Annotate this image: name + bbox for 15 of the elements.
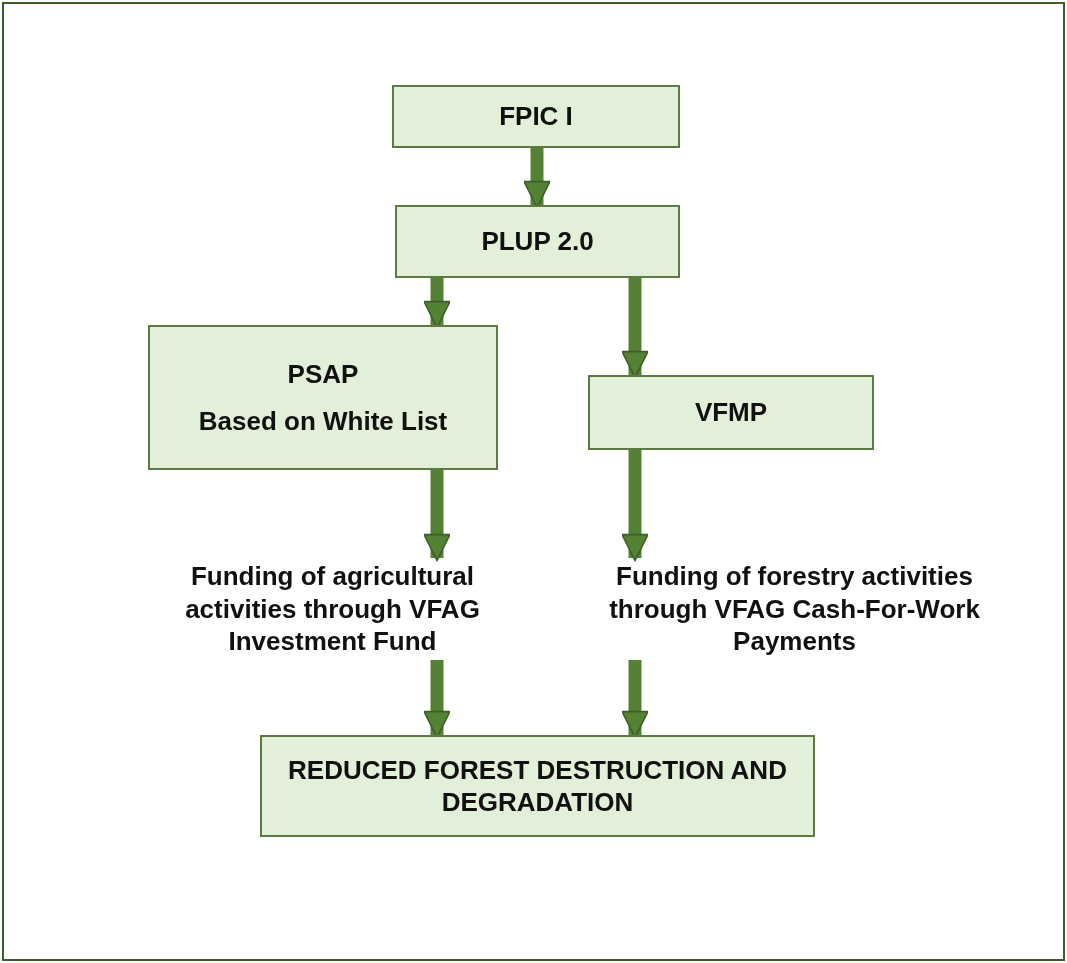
process-box xyxy=(588,375,874,450)
result-text: Funding of forestry activities through VFAG Cash-For-Work Payments xyxy=(608,560,981,658)
box-title: PLUP 2.0 xyxy=(481,225,594,258)
result-text: Funding of agricultural activities through VFAG Investment Fund xyxy=(184,560,481,658)
process-box xyxy=(395,205,680,278)
arrow xyxy=(423,470,451,562)
process-box xyxy=(392,85,680,148)
process-box xyxy=(148,325,498,470)
box-title: REDUCED FOREST DESTRUCTION AND DEGRADATION xyxy=(287,753,788,819)
box-subtitle: Based on White List xyxy=(198,404,448,437)
box-title: VFMP xyxy=(694,396,768,429)
box-title: FPIC I xyxy=(499,100,573,133)
box-title: PSAP xyxy=(287,358,359,391)
process-box xyxy=(260,735,815,837)
arrow xyxy=(621,450,649,562)
